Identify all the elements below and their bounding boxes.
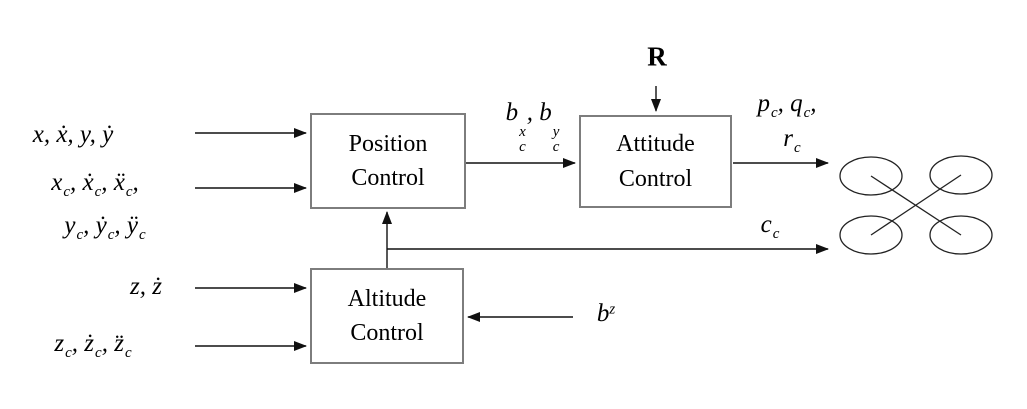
label-z-state: z, ż: [130, 273, 162, 300]
label-xy-state: x, ẋ, y, ẏ: [32, 121, 114, 148]
label-rate-command-line1: pc, qc,: [757, 90, 817, 121]
label-rate-command-line2: rc: [783, 125, 801, 156]
altitude-control-label-line2: Control: [350, 320, 424, 346]
quadrotor-rotor-top-left: [839, 156, 903, 196]
label-bz-thrust: bz: [596, 300, 616, 327]
altitude-control-label-line1: Altitude: [347, 285, 427, 312]
label-zc-command: zc, żc, z̈c: [54, 330, 132, 361]
label-xc-command: xc, ẋc, ẍc,: [51, 169, 139, 200]
quadrotor-rotor-bottom-left: [839, 215, 903, 255]
quadrotor-arm-1: [870, 175, 962, 236]
attitude-control-block: Attitude Control: [579, 115, 732, 208]
attitude-control-label-line2: Control: [618, 165, 693, 192]
position-control-label-line1: Position: [348, 130, 428, 157]
quadrotor-icon: [839, 155, 993, 255]
label-rotation-matrix: R: [647, 41, 667, 72]
label-yc-command: yc, ẏc, ÿc: [64, 212, 146, 243]
position-control-label-line2: Control: [351, 165, 425, 191]
quadrotor-rotor-bottom-right: [929, 215, 993, 255]
position-control-block: Position Control: [310, 113, 466, 209]
attitude-control-label-line1: Attitude: [616, 131, 695, 158]
quadrotor-rotor-top-right: [929, 155, 993, 195]
quadrotor-arm-2: [870, 174, 962, 236]
altitude-control-block: Altitude Control: [310, 268, 464, 364]
label-collective-command: cc: [760, 211, 780, 242]
